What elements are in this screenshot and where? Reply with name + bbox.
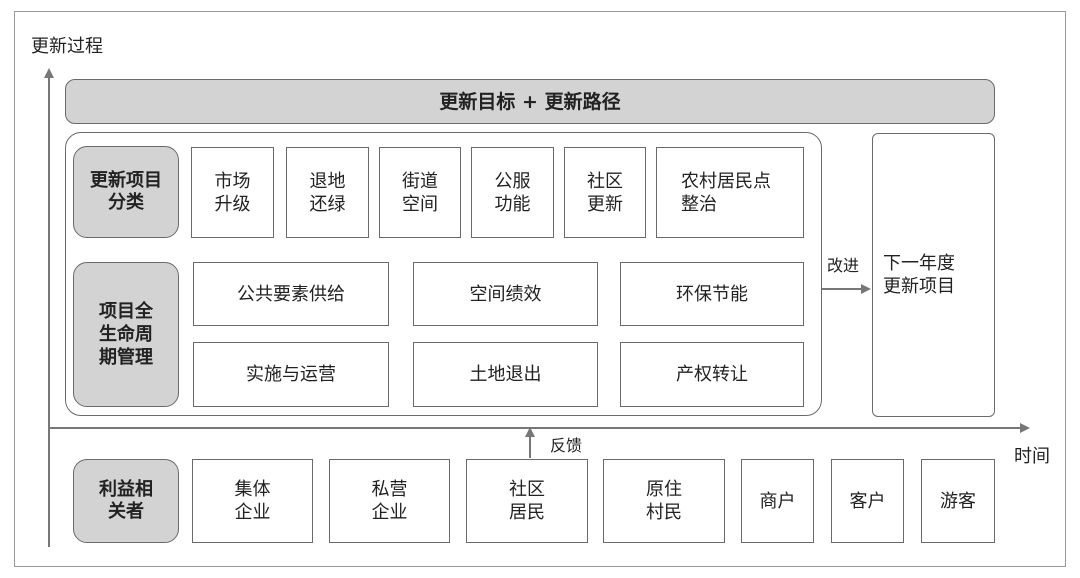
diagram-frame: [14, 11, 1066, 567]
lifecycle-public-supply: 公共要素供给: [193, 262, 389, 326]
class-item-community: 社区 更新: [564, 147, 646, 238]
goal-path-banner: 更新目标 + 更新路径: [65, 79, 995, 124]
next-year-project: 下一年度 更新项目: [872, 133, 995, 417]
stakeholder-community-residents: 社区 居民: [466, 459, 588, 543]
lifecycle-property-transfer: 产权转让: [620, 342, 804, 407]
lifecycle-eco-energy: 环保节能: [620, 262, 804, 326]
lifecycle-label: 项目全 生命周 期管理: [73, 262, 179, 407]
y-axis-label: 更新过程: [31, 36, 103, 57]
class-item-greening: 退地 还绿: [286, 147, 369, 238]
improve-label: 改进: [827, 256, 860, 275]
class-item-rural: 农村居民点 整治: [656, 147, 804, 238]
stakeholders-label: 利益相 关者: [73, 459, 179, 543]
stakeholder-native-villagers: 原住 村民: [603, 459, 725, 543]
lifecycle-land-exit: 土地退出: [413, 342, 598, 407]
stakeholder-tourists: 游客: [921, 459, 995, 543]
project-container: [65, 132, 822, 416]
feedback-label: 反馈: [550, 436, 583, 455]
class-item-street: 街道 空间: [379, 147, 461, 238]
stakeholder-merchants: 商户: [741, 459, 814, 543]
class-item-market: 市场 升级: [191, 147, 274, 238]
stakeholder-customers: 客户: [831, 459, 904, 543]
classification-label: 更新项目 分类: [73, 146, 179, 238]
x-axis-label: 时间: [1014, 446, 1050, 467]
lifecycle-space-performance: 空间绩效: [413, 262, 598, 326]
class-item-public-service: 公服 功能: [471, 147, 554, 238]
stakeholder-collective-enterprise: 集体 企业: [192, 459, 313, 543]
stakeholder-private-enterprise: 私营 企业: [329, 459, 450, 543]
lifecycle-implementation: 实施与运营: [193, 342, 389, 407]
